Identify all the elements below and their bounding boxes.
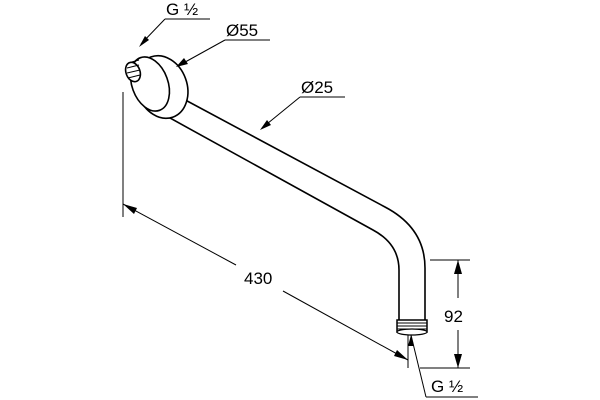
flange-diameter-label: Ø55: [226, 21, 258, 40]
inlet-thread-line: [126, 69, 141, 74]
pipe-diameter-callout: Ø25: [260, 78, 345, 130]
flange-leader-arrow: [176, 58, 188, 67]
inlet-thread-line: [127, 74, 141, 79]
outlet-thread-callout: G ½: [408, 334, 478, 398]
length-label: 430: [244, 269, 272, 288]
length-arrow-right: [394, 350, 408, 360]
height-label: 92: [444, 307, 463, 326]
inlet-leader-arrow: [139, 36, 149, 47]
pipe-leader-arrow: [260, 120, 271, 130]
wall-flange: [124, 54, 189, 120]
inlet-thread-label: G ½: [166, 0, 198, 19]
outlet-leader-arrow: [408, 335, 414, 346]
inlet-thread-line: [126, 64, 140, 69]
outlet-thread: [396, 319, 428, 336]
shower-arm-pipe: [169, 93, 426, 323]
inlet-thread-line: [127, 59, 140, 64]
pipe-body: [169, 93, 426, 323]
flange-diameter-callout: Ø55: [176, 21, 270, 67]
outlet-thread-label: G ½: [431, 377, 463, 396]
length-dimension: 430: [122, 92, 409, 368]
length-dimension-line-right: [282, 290, 409, 361]
pipe-diameter-label: Ø25: [301, 78, 333, 97]
length-dimension-line-left: [122, 203, 237, 266]
height-dimension: 92: [420, 259, 470, 369]
height-arrow-bottom: [454, 354, 462, 368]
height-arrow-top: [454, 260, 462, 274]
outlet-opening: [396, 328, 428, 336]
inlet-thread-callout: G ½: [139, 0, 210, 47]
length-arrow-left: [123, 204, 137, 214]
